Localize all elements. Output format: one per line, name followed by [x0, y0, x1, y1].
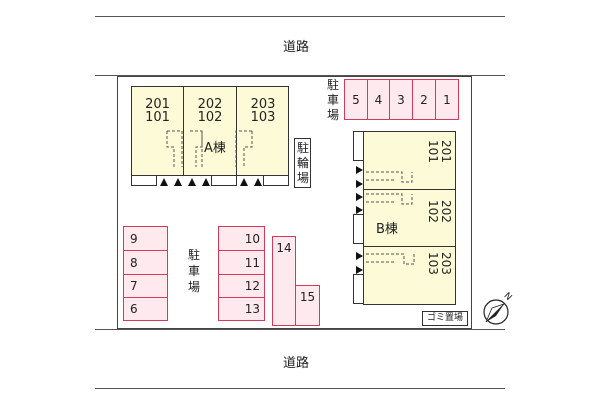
parking-space-14: 14 [272, 236, 296, 326]
parking-space-11: 11 [218, 250, 265, 275]
building-a-unit-2-lower: 102 [197, 110, 223, 125]
parking-top-label-1: 駐 [326, 78, 339, 92]
building-b-entry-arrows [356, 166, 363, 274]
parking-space-9: 9 [123, 226, 168, 251]
building-a-unit-2-upper: 202 [197, 97, 223, 112]
building-a-porch-2 [211, 175, 237, 186]
building-b-stairs [366, 171, 415, 265]
parking-space-13: 13 [218, 297, 265, 321]
parking-space-15: 15 [295, 285, 320, 326]
compass-icon [483, 299, 509, 325]
bottom-road-line [95, 388, 505, 389]
parking-space-5: 5 [344, 79, 368, 120]
parking-space-10: 10 [218, 226, 265, 251]
parking-space-6: 6 [123, 297, 168, 321]
bike-parking: 駐 輪 場 [294, 138, 311, 188]
parking-left-label-2: 車 [187, 264, 200, 278]
top-road-edge [95, 75, 505, 76]
building-a-label: A棟 [204, 141, 226, 156]
parking-space-2: 2 [412, 79, 436, 120]
top-road-line [95, 16, 505, 17]
parking-space-3: 3 [389, 79, 413, 120]
building-a: 201 101 202 102 203 103 A棟 [131, 86, 289, 176]
parking-top-label-3: 場 [326, 108, 339, 122]
parking-space-4: 4 [367, 79, 390, 120]
bike-parking-char-2: 輪 [296, 156, 309, 170]
garbage-area: ゴミ置場 [422, 311, 468, 326]
building-b-unit-1-lower: 101 [426, 140, 440, 163]
building-b-porch-3 [353, 274, 364, 304]
top-road-label: 道路 [283, 40, 310, 55]
building-b: 201 101 202 102 203 103 B棟 [363, 131, 456, 305]
building-a-porch-3 [263, 175, 289, 186]
compass: N [482, 291, 513, 326]
bike-parking-char-3: 場 [296, 171, 309, 185]
building-b-unit-3-lower: 103 [426, 252, 440, 275]
parking-space-8: 8 [123, 250, 168, 275]
building-b-unit-2-upper: 202 [439, 200, 453, 223]
parking-space-1: 1 [435, 79, 459, 120]
building-a-porch-1 [131, 175, 157, 186]
bike-parking-char-1: 駐 [296, 141, 309, 155]
building-b-porch-1 [353, 131, 364, 161]
building-b-label: B棟 [376, 222, 398, 237]
parking-left-label-3: 場 [187, 280, 200, 294]
parking-left-label-1: 駐 [187, 248, 200, 262]
building-a-unit-3-upper: 203 [250, 97, 276, 112]
bottom-road-label: 道路 [283, 356, 310, 371]
building-a-stairs [166, 130, 253, 167]
building-b-porch-2 [353, 214, 364, 244]
building-a-unit-1-upper: 201 [145, 97, 170, 112]
parking-space-12: 12 [218, 274, 265, 298]
bottom-road-edge [95, 329, 505, 330]
building-a-unit-3-lower: 103 [250, 110, 276, 125]
parking-top-label-2: 車 [326, 93, 339, 107]
building-a-entry-arrows [160, 178, 262, 186]
building-a-unit-1-lower: 101 [145, 110, 170, 125]
building-b-unit-1-upper: 201 [439, 140, 453, 163]
building-b-unit-2-lower: 102 [426, 200, 440, 223]
parking-space-7: 7 [123, 274, 168, 298]
building-b-unit-3-upper: 203 [439, 252, 453, 275]
